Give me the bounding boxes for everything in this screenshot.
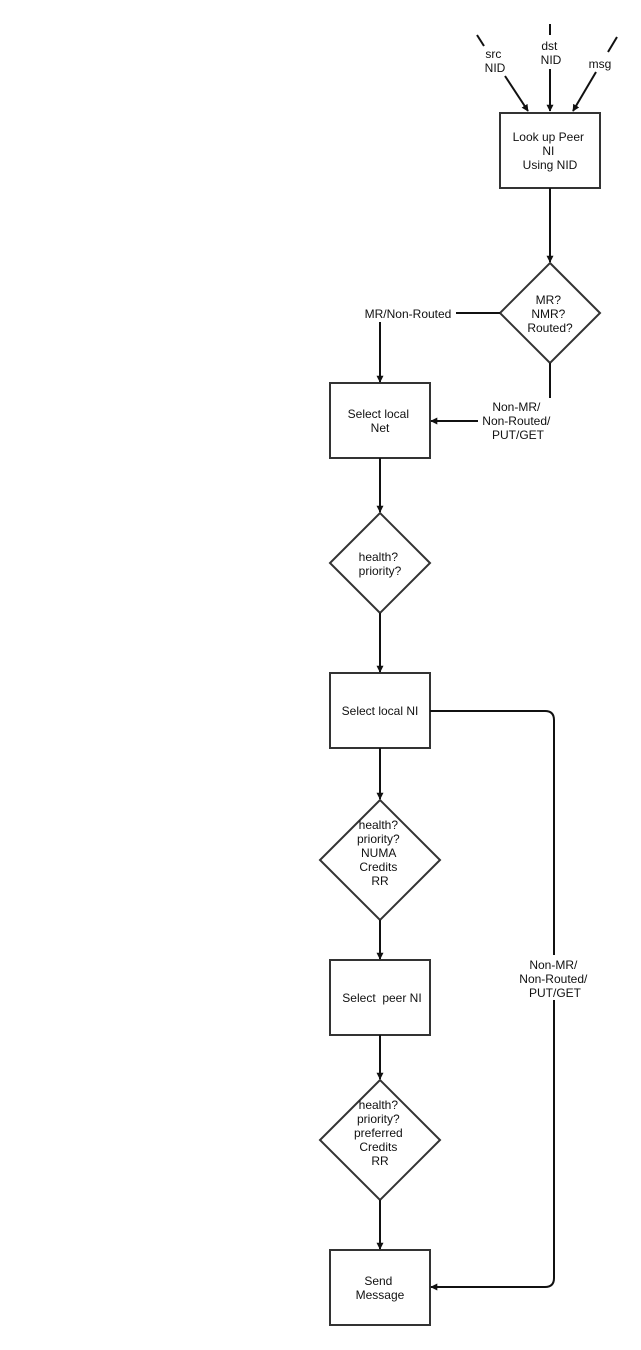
node-send-message [329,1249,431,1326]
edge-label-non-mr-upper: Non-MR/ Non-Routed/ PUT/GET [482,400,553,442]
edge-label-mr-non-routed: MR/Non-Routed [365,307,452,321]
decision-peer-ni-health-label: health? priority? preferred Credits RR [354,1098,406,1168]
node-select-local-ni-label: Select local NI [342,704,419,718]
node-lookup-peer-ni [499,112,601,189]
node-select-peer-ni [329,959,431,1036]
decision-net-health-label: health? priority? [359,550,402,578]
label-msg: msg [589,57,612,71]
edge-label-non-mr-lower: Non-MR/ Non-Routed/ PUT/GET [519,958,590,1000]
label-src-nid: src NID [485,47,506,75]
edge-mr-non-routed [376,312,500,383]
node-select-peer-ni-label: Select peer NI [342,991,421,1005]
edge-non-mr-bypass [430,710,555,1291]
input-edge-msg [572,36,618,112]
node-select-local-net [329,382,431,459]
label-dst-nid: dst NID [541,39,562,67]
decision-local-ni-health-label: health? priority? NUMA Credits RR [357,818,403,888]
input-edge-src [476,34,529,112]
node-send-message-label: Send Message [356,1274,405,1302]
decision-routing-label: MR? NMR? Routed? [527,293,573,335]
node-lookup-peer-ni-label: Look up Peer NI Using NID [513,130,588,172]
node-select-local-net-label: Select local Net [348,407,413,435]
edge-non-mr-upper [430,363,551,425]
